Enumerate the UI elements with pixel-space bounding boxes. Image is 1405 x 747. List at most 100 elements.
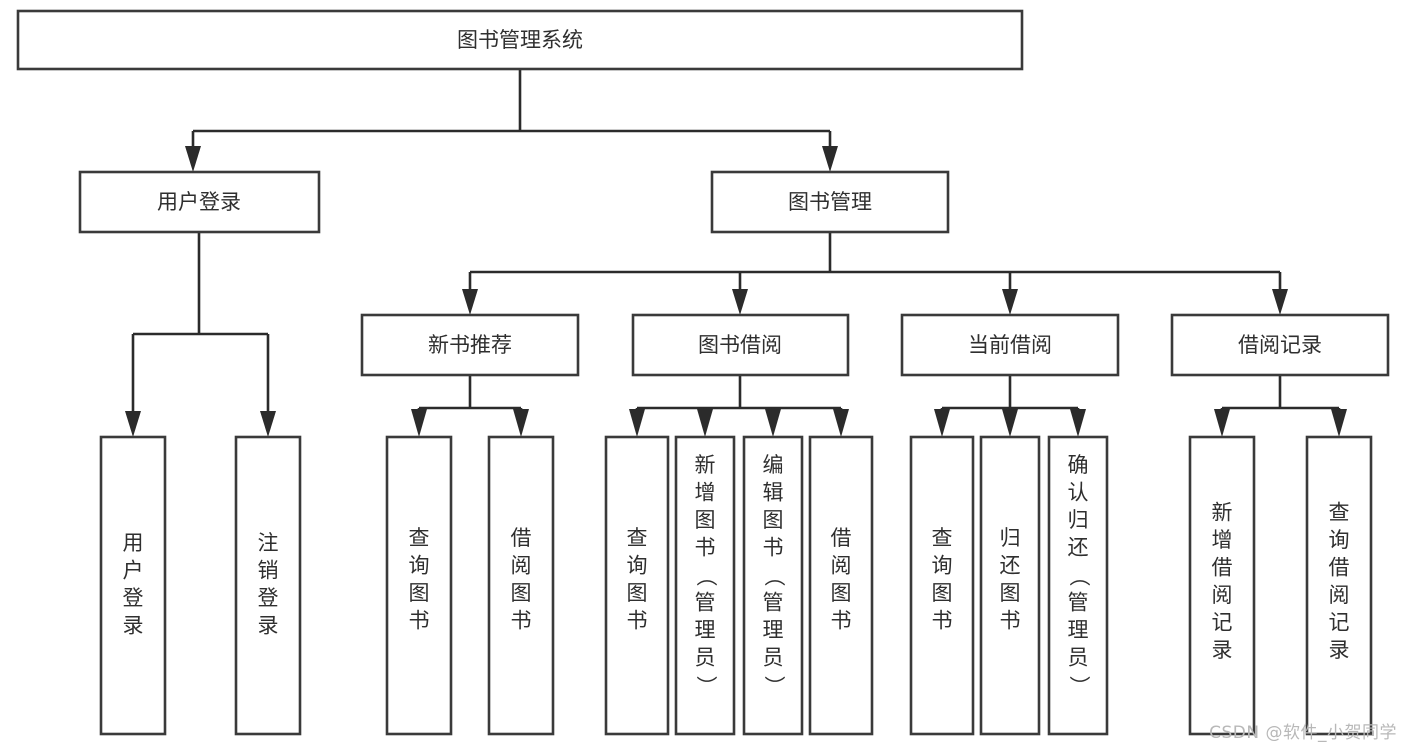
svg-text:书: 书 [511, 608, 532, 632]
svg-text:新: 新 [1212, 500, 1233, 524]
node-leaf-query-book-1-box[interactable] [385, 435, 453, 736]
node-leaf-user-login-box[interactable] [99, 435, 167, 736]
node-book-borrow[interactable]: 图书借阅 [631, 313, 850, 377]
svg-text:还: 还 [1068, 536, 1089, 560]
svg-text:阅: 阅 [1212, 583, 1233, 607]
svg-text:查: 查 [932, 526, 953, 550]
svg-text:注: 注 [258, 531, 279, 555]
node-leaf-borrow-book-2-box[interactable] [808, 435, 874, 736]
svg-text:理: 理 [1068, 618, 1089, 642]
node-book-manage-box[interactable] [710, 170, 950, 234]
svg-text:（: （ [694, 566, 718, 587]
connectors-user-login-to-leaves [125, 232, 276, 437]
node-book-manage[interactable]: 图书管理 [710, 170, 950, 234]
svg-text:用: 用 [123, 531, 144, 555]
node-borrow-record[interactable]: 借阅记录 [1170, 313, 1390, 377]
node-user-login[interactable]: 用户登录 [78, 170, 321, 234]
node-leaf-edit-book-box[interactable] [742, 435, 804, 736]
svg-text:阅: 阅 [1329, 583, 1350, 607]
svg-text:阅: 阅 [511, 553, 532, 577]
arrow-head-leaf-query-record [1331, 409, 1347, 437]
node-leaf-borrow-book-1-box[interactable] [487, 435, 555, 736]
svg-text:书: 书 [627, 608, 648, 632]
arrow-head-new-book-recommend [462, 289, 478, 315]
svg-text:销: 销 [258, 558, 279, 582]
svg-text:确: 确 [1068, 453, 1089, 477]
svg-text:）: ） [694, 676, 718, 697]
svg-text:认: 认 [1068, 481, 1089, 505]
node-leaf-add-book-box[interactable] [674, 435, 736, 736]
node-borrow-record-label: 借阅记录 [1238, 333, 1322, 357]
svg-text:书: 书 [763, 536, 784, 560]
svg-text:（: （ [1067, 566, 1091, 587]
node-current-borrow-label: 当前借阅 [968, 333, 1052, 357]
svg-text:借: 借 [1329, 555, 1350, 579]
node-leaf-user-login[interactable]: 用户登录 [99, 435, 167, 736]
svg-text:询: 询 [627, 553, 648, 577]
svg-text:书: 书 [409, 608, 430, 632]
node-current-borrow-box[interactable] [900, 313, 1120, 377]
svg-text:借: 借 [1212, 555, 1233, 579]
connectors-new-book-recommend-to-leaves [411, 375, 529, 437]
svg-text:管: 管 [695, 591, 716, 615]
node-leaf-return-book-box[interactable] [979, 435, 1041, 736]
node-current-borrow[interactable]: 当前借阅 [900, 313, 1120, 377]
svg-text:借: 借 [511, 526, 532, 550]
node-leaf-logout-box[interactable] [234, 435, 302, 736]
svg-text:辑: 辑 [763, 481, 784, 505]
node-book-manage-label: 图书管理 [788, 190, 872, 214]
svg-text:书: 书 [695, 536, 716, 560]
node-borrow-record-box[interactable] [1170, 313, 1390, 377]
arrow-head-current-borrow [1002, 289, 1018, 315]
svg-text:管: 管 [763, 591, 784, 615]
node-book-borrow-box[interactable] [631, 313, 850, 377]
svg-text:管: 管 [1068, 591, 1089, 615]
arrow-head-borrow-record [1272, 289, 1288, 315]
node-root[interactable]: 图书管理系统 [16, 9, 1024, 71]
arrow-head-leaf-edit-book [765, 409, 781, 437]
svg-text:归: 归 [1000, 526, 1021, 550]
node-leaf-query-book-2-box[interactable] [604, 435, 670, 736]
node-leaf-query-record-box[interactable] [1305, 435, 1373, 736]
svg-text:图: 图 [409, 581, 430, 605]
svg-text:书: 书 [1000, 608, 1021, 632]
svg-text:增: 增 [695, 481, 716, 505]
node-user-login-box[interactable] [78, 170, 321, 234]
node-leaf-add-record-box[interactable] [1188, 435, 1256, 736]
node-book-borrow-label: 图书借阅 [698, 333, 782, 357]
arrow-head-leaf-borrow-book-2 [833, 409, 849, 437]
svg-text:图: 图 [763, 508, 784, 532]
node-root-box[interactable] [16, 9, 1024, 71]
node-leaf-confirm-return-box[interactable] [1047, 435, 1109, 736]
arrow-head-leaf-confirm-return [1070, 409, 1086, 437]
svg-text:员: 员 [695, 646, 716, 670]
svg-text:）: ） [1067, 676, 1091, 697]
node-new-book-recommend[interactable]: 新书推荐 [360, 313, 580, 377]
node-new-book-recommend-box[interactable] [360, 313, 580, 377]
svg-text:录: 录 [1212, 638, 1233, 662]
node-leaf-query-book-3-box[interactable] [909, 435, 975, 736]
svg-text:记: 记 [1212, 610, 1233, 634]
svg-text:询: 询 [409, 553, 430, 577]
arrow-head-user-login [185, 146, 201, 172]
svg-text:新: 新 [695, 453, 716, 477]
